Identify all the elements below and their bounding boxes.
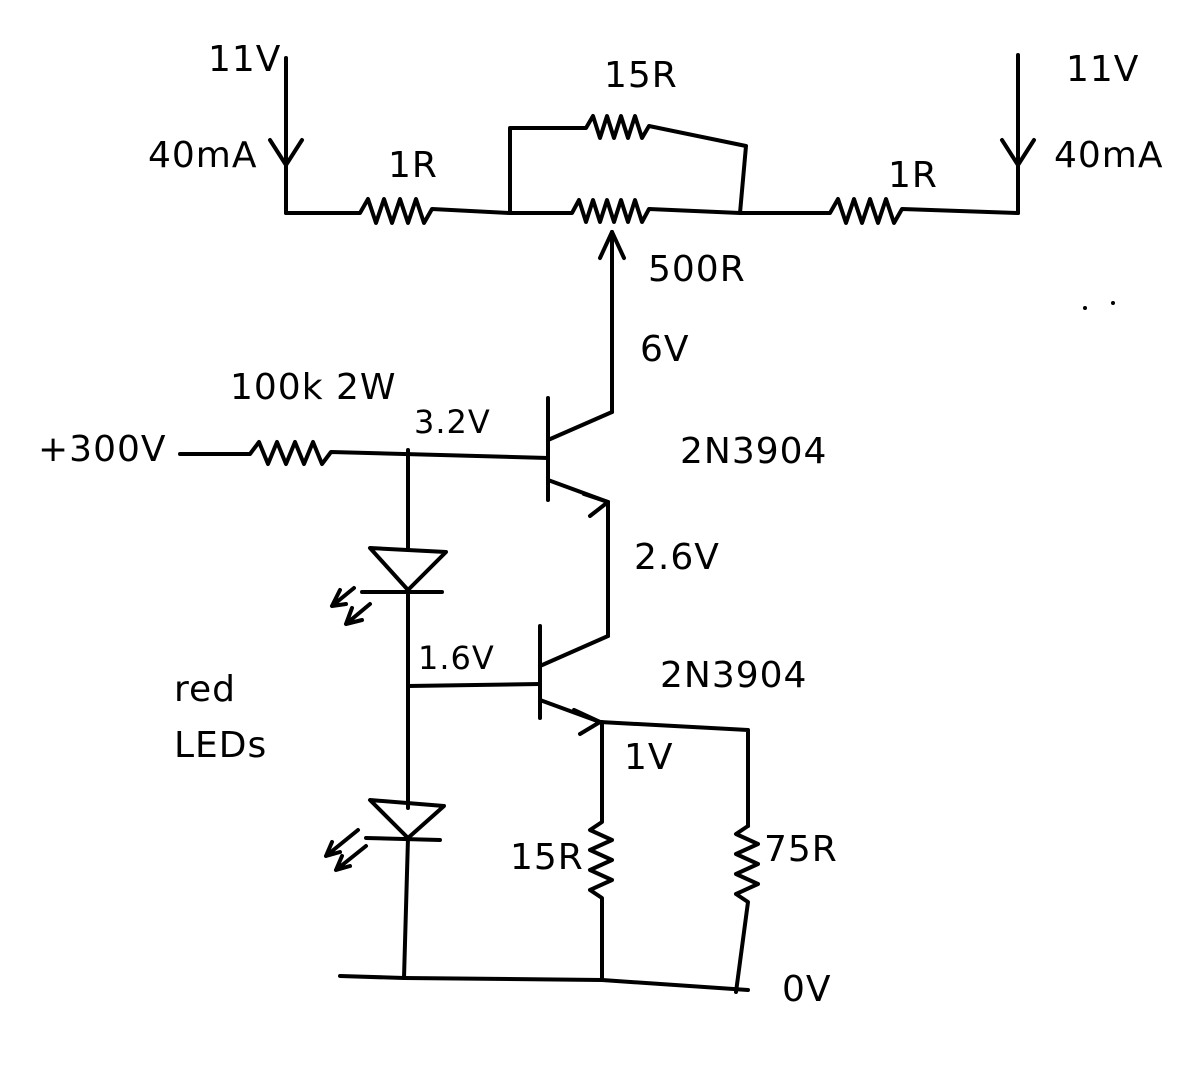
stray-dots bbox=[1083, 301, 1115, 310]
label-supply-left-v: 11V bbox=[208, 39, 282, 80]
label-supply-right-v: 11V bbox=[1066, 49, 1140, 90]
resistor-15r-parallel bbox=[508, 114, 748, 215]
label-led-note-2: LEDs bbox=[174, 725, 268, 766]
label-supply-left-i: 40mA bbox=[148, 135, 258, 176]
supply-right-arrow bbox=[1000, 53, 1036, 215]
resistor-100k bbox=[178, 440, 550, 466]
label-supply-right-i: 40mA bbox=[1054, 135, 1164, 176]
label-emitter-v: 1V bbox=[624, 737, 674, 778]
label-q2: 2N3904 bbox=[660, 655, 808, 696]
label-mid-v: 2.6V bbox=[634, 537, 720, 578]
led-2 bbox=[324, 798, 446, 872]
resistor-1r-left bbox=[284, 197, 512, 225]
label-r-emit-2: 75R bbox=[764, 829, 838, 870]
resistor-1r-right bbox=[738, 197, 1020, 225]
transistor-q2 bbox=[538, 624, 610, 736]
pot-wiper bbox=[598, 230, 626, 414]
label-r-base: 100k 2W bbox=[230, 367, 397, 408]
label-wiper-v: 6V bbox=[640, 329, 690, 370]
label-ground: 0V bbox=[782, 969, 832, 1010]
label-base-bot-v: 1.6V bbox=[418, 639, 495, 677]
potentiometer-500r bbox=[508, 198, 742, 224]
label-led-note-1: red bbox=[174, 669, 237, 710]
transistor-q1 bbox=[546, 396, 614, 518]
label-r-emit-1: 15R bbox=[510, 837, 584, 878]
label-r-right: 1R bbox=[888, 155, 938, 196]
resistor-75r-emitter bbox=[734, 824, 760, 994]
resistor-15r-emitter bbox=[588, 720, 614, 982]
supply-left-arrow bbox=[268, 56, 304, 215]
label-r-parallel: 15R bbox=[604, 55, 678, 96]
label-pot: 500R bbox=[648, 249, 746, 290]
wire-emitter-node bbox=[598, 720, 750, 828]
label-base-top-v: 3.2V bbox=[414, 403, 491, 441]
label-hv: +300V bbox=[38, 429, 167, 470]
wire-led-column bbox=[402, 448, 410, 980]
wire-q2-base bbox=[406, 682, 542, 688]
ground-rail bbox=[338, 974, 750, 992]
label-q1: 2N3904 bbox=[680, 431, 828, 472]
led-1 bbox=[330, 546, 448, 626]
label-r-left: 1R bbox=[388, 145, 438, 186]
